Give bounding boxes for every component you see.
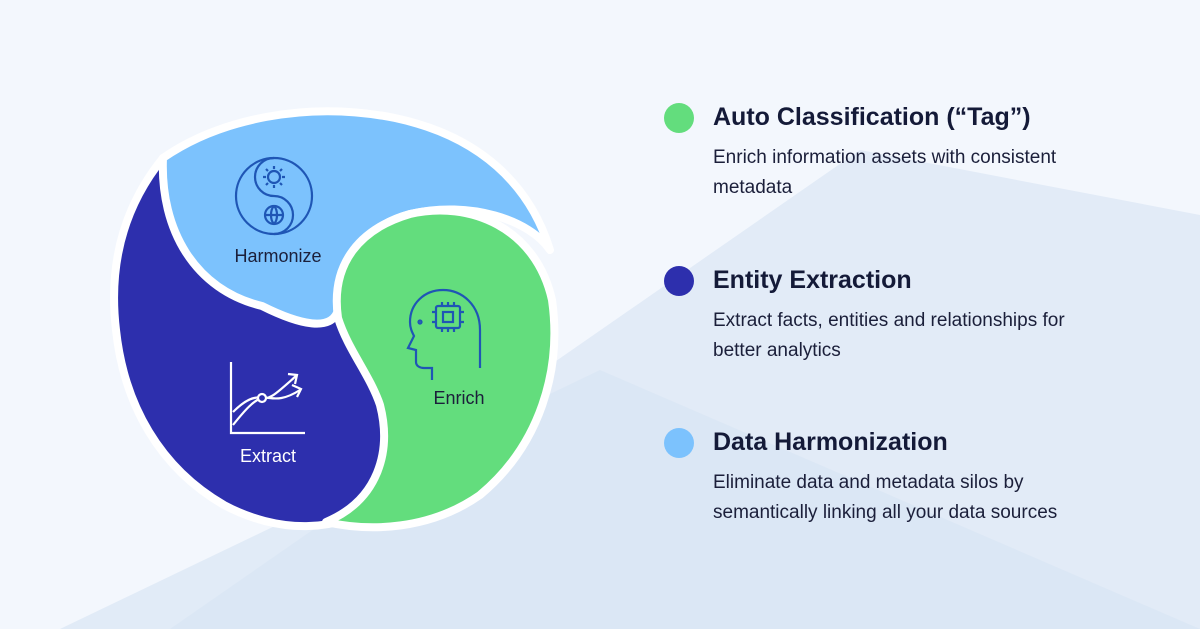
three-part-swirl-diagram: Harmonize Enrich Extract: [110, 107, 559, 532]
legend-description: Eliminate data and metadata silos by sem…: [713, 472, 1058, 523]
legend-description: Extract facts, entities and relationship…: [713, 310, 1065, 361]
head-chip-icon: [406, 288, 482, 380]
background-triangle-small: [60, 370, 1200, 629]
legend-title: Entity Extraction: [713, 266, 912, 294]
segment-label-extract: Extract: [240, 446, 296, 466]
legend-title: Auto Classification (“Tag”): [713, 103, 1031, 131]
segment-enrich[interactable]: [322, 206, 559, 532]
light-blue-dot-icon: [664, 428, 694, 458]
segment-label-harmonize: Harmonize: [234, 246, 321, 266]
legend-description: Enrich information assets with consisten…: [713, 147, 1057, 198]
chart-growth-arrows-icon: [229, 362, 305, 435]
segment-label-enrich: Enrich: [433, 388, 484, 408]
dark-blue-dot-icon: [664, 266, 694, 296]
green-dot-icon: [664, 103, 694, 133]
yin-yang-gear-ball-icon: [234, 156, 314, 236]
legend-title: Data Harmonization: [713, 428, 948, 456]
